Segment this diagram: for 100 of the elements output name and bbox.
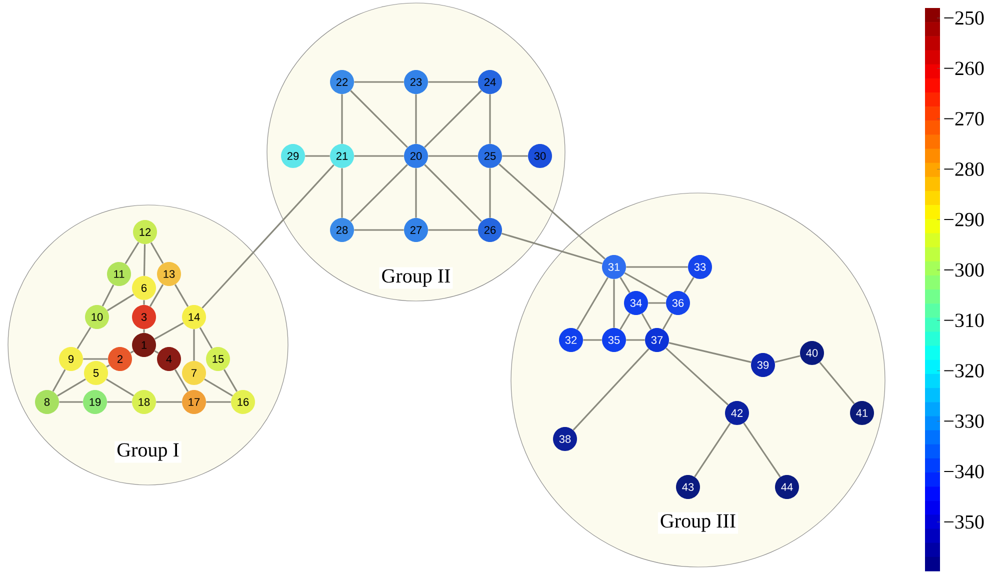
connector-line [83,358,108,360]
connector-line [684,276,694,293]
graph-node: 44 [775,475,799,499]
graph-node: 7 [182,361,206,385]
graph-node: 12 [133,220,157,244]
graph-node: 33 [688,255,712,279]
connector-line [52,369,66,392]
graph-node: 5 [84,361,108,385]
connector-line [341,94,343,144]
connector-line [202,164,334,309]
connector-line [502,155,528,157]
connector-line [354,229,404,231]
connector-line [193,329,195,361]
connector-line [489,94,491,144]
graph-node: 41 [850,401,874,425]
graph-node: 15 [206,347,230,371]
graph-node: 39 [751,353,775,377]
connector-line [743,422,781,478]
graph-node: 2 [108,347,132,371]
connector-line [76,326,92,350]
graph-node: 21 [330,144,354,168]
graph-node: 3 [132,305,156,329]
connector-line [354,155,404,157]
connector-line [620,277,630,293]
graph-node: 26 [478,218,502,242]
connector-line [648,302,666,304]
graph-node: 43 [676,475,700,499]
connector-line [613,279,615,328]
connector-line [572,348,650,431]
connector-line [415,168,417,218]
connector-line [206,401,231,403]
graph-node: 19 [83,390,107,414]
tick-label: −340 [944,464,984,478]
connector-line [350,90,408,148]
connector-line [106,378,134,396]
connector-line [174,284,189,307]
connector-line [143,329,145,333]
graph-node: 20 [404,144,428,168]
connector-line [819,362,855,404]
connector-line [156,401,182,403]
connector-line [341,168,343,218]
connector-line [626,339,645,341]
tick-label: −320 [944,364,984,378]
connector-line [498,164,606,260]
graph-node: 4 [157,347,181,371]
connector-line [199,327,213,349]
graph-node: 38 [553,427,577,451]
connector-line [124,242,140,264]
connector-line [576,277,608,330]
tick-label: −260 [944,62,984,76]
graph-node: 9 [59,347,83,371]
connector-line [583,339,602,341]
connector-line [350,164,408,222]
connector-line [59,401,83,403]
connector-line [424,164,482,222]
connector-line [662,313,673,330]
connector-line [428,81,478,83]
graph-node: 18 [132,390,156,414]
connector-line [107,401,132,403]
connector-line [694,422,731,478]
graph-node: 8 [35,390,59,414]
connector-line [354,81,404,83]
graph-node: 42 [725,401,749,425]
graph-node: 17 [182,390,206,414]
graph-node: 32 [559,328,583,352]
tick-label: −290 [944,212,984,226]
graph-node: 30 [528,144,552,168]
tick-label: −250 [944,11,984,25]
connector-line [130,350,134,354]
connector-line [150,242,164,264]
connector-line [424,90,482,148]
connector-line [57,378,86,396]
graph-node: 1 [132,333,156,357]
connector-line [149,284,164,307]
connector-line [305,155,330,157]
graph-node: 28 [330,218,354,242]
connector-line [626,266,688,268]
graph-node: 14 [182,305,206,329]
connector-line [624,272,668,298]
connector-line [106,364,110,368]
graph-node: 11 [107,262,131,286]
tick-label: −270 [944,112,984,126]
graph-node: 23 [404,70,428,94]
graph-node: 35 [602,328,626,352]
graph-node: 25 [478,144,502,168]
graph-node: 22 [330,70,354,94]
connector-line [428,229,478,231]
connector-line [665,348,729,406]
tick-label: −330 [944,414,984,428]
connector-line [154,350,159,354]
graph-node: 24 [478,70,502,94]
tick-label: −350 [944,515,984,529]
connector-line [501,232,603,264]
connector-line [668,342,752,363]
tick-label: −310 [944,314,984,328]
connector-line [428,155,478,157]
graph-node: 31 [602,255,626,279]
connector-line [102,284,114,306]
tick-label: −300 [944,263,984,277]
connector-line [154,322,184,340]
